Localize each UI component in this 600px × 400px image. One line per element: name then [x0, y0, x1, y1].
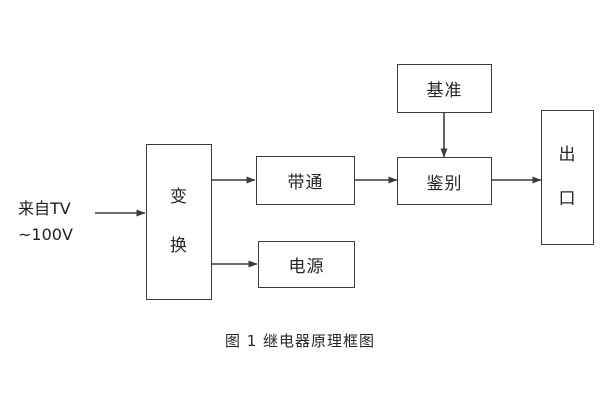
block-output[interactable]: 出 口	[541, 110, 594, 245]
input-source-label: 来自TV ~100V	[18, 196, 73, 249]
block-bandpass[interactable]: 带通	[256, 156, 355, 205]
input-source-line1: 来自TV	[18, 199, 71, 218]
block-output-char1: 出	[558, 144, 577, 165]
block-output-char2: 口	[558, 189, 577, 210]
input-source-line2: ~100V	[18, 225, 73, 245]
block-converter-char2: 换	[170, 236, 188, 256]
block-converter-char1: 变	[170, 187, 188, 207]
figure-caption: 图 1 继电器原理框图	[224, 332, 376, 350]
block-reference[interactable]: 基准	[397, 64, 492, 113]
block-converter[interactable]: 变 换	[146, 144, 212, 300]
block-discriminator[interactable]: 鉴别	[397, 157, 492, 205]
block-power[interactable]: 电源	[258, 241, 355, 288]
